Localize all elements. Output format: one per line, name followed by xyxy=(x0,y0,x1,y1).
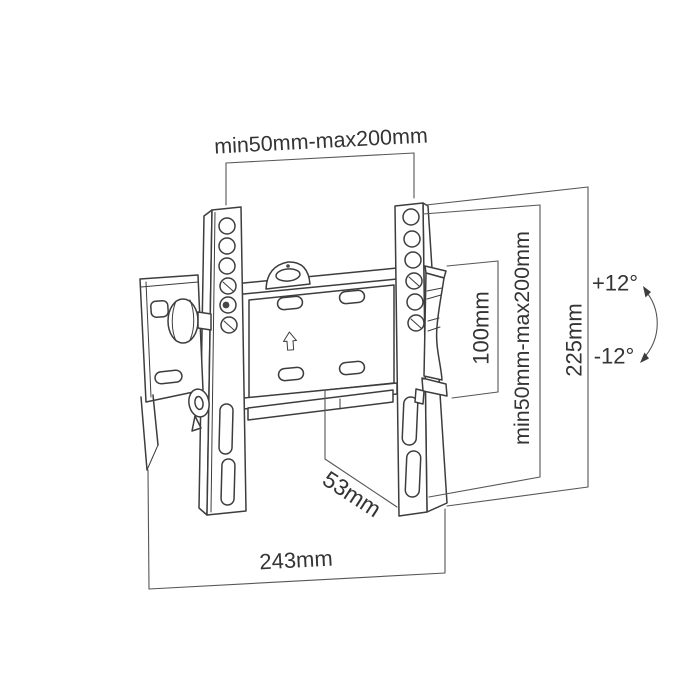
profile-facet xyxy=(426,287,443,292)
knob-shaft xyxy=(197,311,212,331)
knob-ridge xyxy=(171,300,177,342)
vesa-slot xyxy=(276,295,304,311)
rail-slot xyxy=(218,403,234,455)
dimension-annotations: min50mm-max200mm 225mm min50mm-max200mm … xyxy=(147,123,658,590)
wall-plate-face xyxy=(248,284,395,399)
ext-line xyxy=(446,486,589,507)
knob-ridge xyxy=(189,299,195,341)
tension-knob-tip xyxy=(150,299,169,318)
up-arrow-icon xyxy=(283,331,297,351)
rail-slot xyxy=(220,458,236,506)
dim-vesa-spacing: 100mm xyxy=(446,260,499,399)
profile-facet xyxy=(427,326,441,332)
clamp-tail xyxy=(191,415,202,432)
hook-pin xyxy=(286,264,290,268)
bracket-drawing xyxy=(139,202,448,517)
screw-slot xyxy=(408,276,420,287)
right-side-profile xyxy=(414,265,448,405)
side-plate-inner-edge xyxy=(145,281,152,398)
tilt-arrowhead-down xyxy=(640,352,649,363)
ext-line xyxy=(425,186,589,206)
side-plate-inner-top xyxy=(140,281,199,288)
left-rail-inner-edge xyxy=(210,212,216,513)
tilt-indicator: +12° -12° xyxy=(592,271,658,369)
dim-mount-width-label: min50mm-max200mm xyxy=(214,123,429,158)
side-plate-arm-edge xyxy=(146,444,159,471)
dim-line xyxy=(225,152,415,164)
dim-mount-width: min50mm-max200mm xyxy=(214,123,429,206)
dim-line xyxy=(324,458,398,508)
tilt-down-label: -12° xyxy=(594,344,635,369)
mounting-hole xyxy=(404,251,422,269)
vesa-slot xyxy=(338,289,366,305)
side-plate-arm xyxy=(140,396,148,471)
hook-slot xyxy=(275,268,301,282)
side-plate-arm xyxy=(152,394,159,446)
profile-body xyxy=(423,272,445,381)
dim-depth-label: 53mm xyxy=(318,466,386,523)
side-plate-slot xyxy=(154,369,183,385)
screw-slot xyxy=(222,281,234,292)
dim-bracket-height-label: 225mm xyxy=(562,303,587,376)
mounting-hole xyxy=(402,208,420,226)
tilt-arc xyxy=(641,288,658,361)
ext-line xyxy=(446,260,499,267)
profile-facet xyxy=(427,317,440,322)
vesa-slot xyxy=(277,366,305,382)
vesa-slot xyxy=(338,360,366,376)
profile-foot xyxy=(421,377,448,397)
profile-facet xyxy=(426,294,442,300)
left-bracket-rail xyxy=(198,206,247,516)
wall-plate xyxy=(202,261,398,421)
mounting-hole xyxy=(403,230,421,248)
dim-total-width-label: 243mm xyxy=(259,546,334,575)
ext-line xyxy=(422,204,541,215)
tilt-up-label: +12° xyxy=(592,271,638,296)
dim-vesa-height: min50mm-max200mm xyxy=(422,204,541,498)
screw-slot xyxy=(223,320,235,331)
dim-vesa-spacing-label: 100mm xyxy=(469,291,494,364)
dim-vesa-height-label: min50mm-max200mm xyxy=(510,231,534,445)
mounting-hole xyxy=(406,293,424,311)
ext-line xyxy=(428,476,541,498)
screw-shadow xyxy=(222,301,230,309)
dim-total-width: 243mm xyxy=(147,469,446,590)
ext-line xyxy=(451,391,499,399)
left-side-plate xyxy=(139,274,212,471)
tilt-arrowhead-up xyxy=(643,286,651,298)
ext-line xyxy=(147,469,150,590)
rail-slot xyxy=(401,396,419,446)
wall-plate-bottom-flange xyxy=(247,389,394,421)
profile-tab xyxy=(414,388,425,405)
dim-bracket-height: 225mm xyxy=(425,186,589,507)
rail-slot xyxy=(404,450,422,498)
screw-slot xyxy=(410,318,422,329)
dim-line xyxy=(148,572,446,590)
mounting-hole xyxy=(218,217,236,235)
mounting-hole xyxy=(218,257,236,275)
lower-clamp-hub xyxy=(194,395,204,411)
mounting-hole xyxy=(218,237,236,255)
